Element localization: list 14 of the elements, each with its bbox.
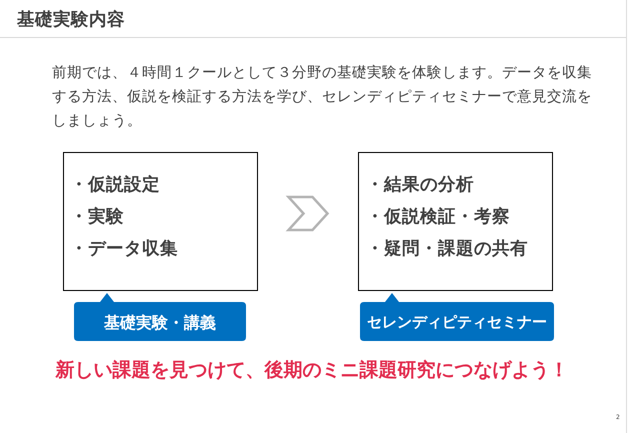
list-item: ・結果の分析 <box>366 174 474 197</box>
list-item: ・仮説検証・考察 <box>366 206 510 229</box>
text-box <box>358 152 553 291</box>
list-item: ・疑問・課題の共有 <box>366 238 528 261</box>
heading: 基礎実験内容 <box>17 8 125 32</box>
list-item: ・実験 <box>70 206 124 229</box>
callout-bubble: 基礎実験・講義 <box>74 293 246 341</box>
text-box <box>63 152 258 291</box>
chevron-arrow <box>286 196 330 232</box>
list-item: ・仮説設定 <box>70 174 160 197</box>
callout-bubble: セレンディピティセミナー <box>360 293 554 341</box>
body-text: 前期では、４時間１クールとして３分野の基礎実験を体験します。データを収集する方法、仮説を検証する方法を学び、セレンディピティセミナーで意見交流をしましょう。 <box>52 63 593 131</box>
note-text: 新しい課題を見つけて、後期のミニ課題研究につなげよう！ <box>54 358 570 383</box>
list-item: ・データ収集 <box>70 238 178 261</box>
